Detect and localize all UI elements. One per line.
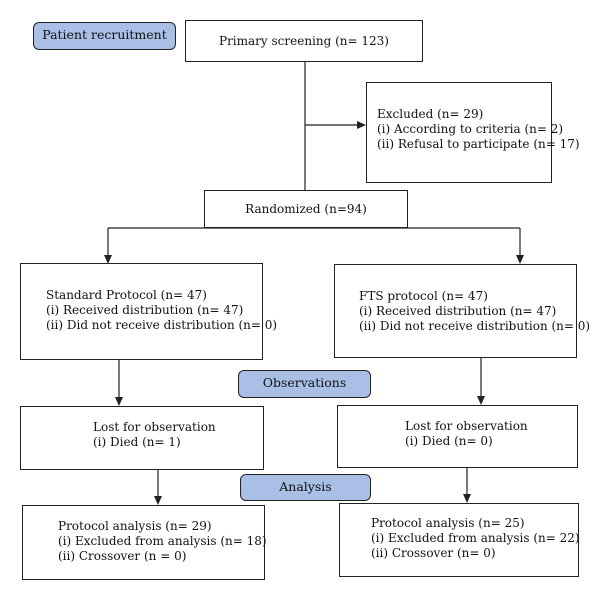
analysis-right-line-2: (ii) Crossover (n= 0) (371, 546, 496, 560)
standard-line-1: (i) Received distribution (n= 47) (46, 303, 244, 317)
stage-label-analysis: Analysis (240, 474, 371, 501)
lost-left-line-1: (i) Died (n= 1) (93, 435, 181, 449)
arrowhead-lost-right (477, 396, 485, 405)
lost-left-title: Lost for observation (93, 420, 216, 434)
fts-line-2: (ii) Did not receive distribution (n= 0) (359, 319, 591, 333)
fts-line-1: (i) Received distribution (n= 47) (359, 304, 557, 318)
lost-observation-right-box: Lost for observation (i) Died (n= 0) (337, 405, 578, 468)
excluded-line-1: (i) According to criteria (n= 2) (377, 122, 564, 136)
arrowhead-analysis-right (463, 494, 471, 503)
arrowhead-lost-left (115, 397, 123, 406)
analysis-right-title: Protocol analysis (n= 25) (371, 516, 525, 530)
standard-protocol-box: Standard Protocol (n= 47) (i) Received d… (20, 263, 278, 360)
stage-label-recruitment: Patient recruitment (33, 22, 176, 50)
randomized-box: Randomized (n=94) (204, 190, 408, 228)
arrowhead-standard (104, 255, 112, 264)
fts-protocol-box: FTS protocol (n= 47) (i) Received distri… (334, 264, 591, 358)
analysis-right-box: Protocol analysis (n= 25) (i) Excluded f… (339, 503, 580, 577)
screening-box: Primary screening (n= 123) (185, 20, 423, 62)
analysis-right-line-1: (i) Excluded from analysis (n= 22) (371, 531, 580, 545)
analysis-left-title: Protocol analysis (n= 29) (58, 519, 212, 533)
lost-observation-left-box: Lost for observation (i) Died (n= 1) (20, 406, 264, 470)
excluded-box: Excluded (n= 29) (i) According to criter… (366, 82, 580, 183)
excluded-line-2: (ii) Refusal to participate (n= 17) (377, 137, 580, 151)
lost-right-title: Lost for observation (405, 419, 528, 433)
screening-text: Primary screening (n= 123) (219, 33, 389, 48)
excluded-title: Excluded (n= 29) (377, 107, 484, 121)
analysis-left-line-1: (i) Excluded from analysis (n= 18) (58, 534, 267, 548)
arrowhead-excluded (357, 121, 366, 129)
arrowhead-analysis-left (154, 496, 162, 505)
analysis-left-line-2: (ii) Crossover (n = 0) (58, 549, 187, 563)
standard-title: Standard Protocol (n= 47) (46, 288, 207, 302)
analysis-left-box: Protocol analysis (n= 29) (i) Excluded f… (22, 505, 267, 580)
arrowhead-fts (516, 255, 524, 264)
lost-right-line-1: (i) Died (n= 0) (405, 434, 493, 448)
standard-line-2: (ii) Did not receive distribution (n= 0) (46, 318, 278, 332)
randomized-text: Randomized (n=94) (245, 201, 367, 216)
stage-label-observations: Observations (238, 370, 371, 398)
fts-title: FTS protocol (n= 47) (359, 289, 488, 303)
